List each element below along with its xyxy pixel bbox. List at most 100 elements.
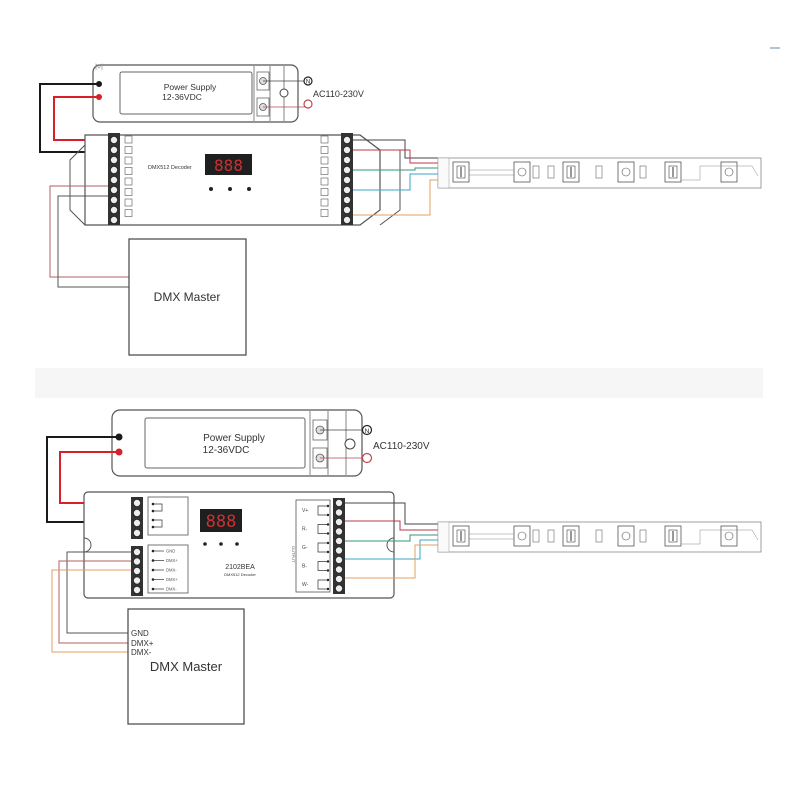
resistor <box>639 165 647 179</box>
terminal-screw <box>334 527 343 536</box>
power-supply-voltage: 12-36VDC <box>162 92 202 102</box>
terminal-screw <box>342 165 351 174</box>
ac-line-icon <box>361 452 373 464</box>
terminal-label-box <box>124 209 133 217</box>
resistor <box>547 529 555 543</box>
terminal-screw <box>110 215 119 224</box>
output-pin-label: V+ <box>302 508 308 514</box>
terminal-screw <box>110 205 119 214</box>
led-chip <box>720 161 738 183</box>
input-pin-label: DMX+ <box>166 558 178 563</box>
dmx-master-top <box>128 238 247 356</box>
master-pin-dmx-plus: DMX+ <box>131 639 154 648</box>
led-strip-bottom <box>437 521 762 553</box>
terminal-screw <box>342 155 351 164</box>
terminal-label-box <box>124 167 133 175</box>
wire-black-v <box>345 502 438 525</box>
wire-black-v <box>353 139 438 159</box>
svg-text:N: N <box>365 428 370 435</box>
terminal-screw <box>334 556 343 565</box>
terminal-screw <box>334 537 343 546</box>
terminal-label-box <box>320 209 329 217</box>
terminal-screw <box>334 584 343 593</box>
terminal-screw <box>132 557 141 566</box>
terminal-label-box <box>124 188 133 196</box>
resistor <box>532 529 540 543</box>
output-title: OUTPUT <box>291 546 296 563</box>
ac-line-icon <box>303 99 313 109</box>
terminal-screw <box>110 145 119 154</box>
button-3[interactable] <box>235 542 239 546</box>
input-pin-label: DMX- <box>166 587 177 592</box>
top-diagram: Power Supply 12-36VDC N AC110-230V <box>39 63 762 356</box>
master-pin-gnd: GND <box>131 629 149 638</box>
terminal-screw <box>342 145 351 154</box>
button-1[interactable] <box>203 542 207 546</box>
terminal-screw <box>334 546 343 555</box>
wire-dmx-black-top <box>57 195 134 288</box>
terminal-label-box <box>320 167 329 175</box>
led-strip-top <box>437 157 762 189</box>
wire-orange-w <box>353 179 438 216</box>
power-supply-bottom: Power Supply 12-36VDC N AC110-230V <box>111 409 430 477</box>
led-chip <box>617 525 635 547</box>
terminal-screw <box>132 529 141 538</box>
terminal-screw <box>132 576 141 585</box>
led-display <box>205 154 252 175</box>
decoder-label: DMX512 Decoder <box>148 165 192 171</box>
terminal-screw <box>110 155 119 164</box>
terminal-label-box <box>124 135 133 144</box>
svg-text:N: N <box>306 80 310 86</box>
output-pin-label: G- <box>302 545 308 551</box>
terminal-label-box <box>124 146 133 154</box>
input-pin-label: DMX+ <box>166 577 178 582</box>
led-chip <box>720 525 738 547</box>
terminal-screw <box>342 185 351 194</box>
terminal-screw <box>110 185 119 194</box>
decoder-model: 2102BEA <box>225 564 255 571</box>
ac-voltage-label: AC110-230V <box>373 441 430 452</box>
wire-red-r <box>345 520 438 531</box>
terminal-screw <box>334 498 343 507</box>
terminal-screw <box>342 195 351 204</box>
led-chip <box>513 161 531 183</box>
terminal-screw <box>110 175 119 184</box>
ac-voltage-label: AC110-230V <box>313 89 364 99</box>
wire-cyan-b <box>345 539 438 560</box>
ac-neutral-icon <box>361 424 373 436</box>
terminal-screw <box>110 195 119 204</box>
output-pin-label: W- <box>302 582 309 588</box>
wire-dmx-minus <box>51 569 131 653</box>
terminal-screw <box>334 518 343 527</box>
terminal-screw <box>334 565 343 574</box>
button-2[interactable] <box>228 187 232 191</box>
terminal-label-box <box>320 135 329 144</box>
wire-dmx-red-top <box>49 185 134 278</box>
terminal-label-box <box>320 177 329 186</box>
terminal-label-box <box>320 146 329 154</box>
led-chip <box>513 525 531 547</box>
button-1[interactable] <box>209 187 213 191</box>
terminal-screw <box>132 567 141 576</box>
master-pin-dmx-minus: DMX- <box>131 648 152 657</box>
terminal-screw <box>132 548 141 557</box>
dmx-master-label: DMX Master <box>154 290 221 304</box>
terminal-label-box <box>320 198 329 207</box>
output-pin-label: B- <box>302 564 307 570</box>
terminal-screw <box>110 165 119 174</box>
separator-band <box>35 368 763 398</box>
button-3[interactable] <box>247 187 251 191</box>
power-supply-title: Power Supply <box>164 82 217 92</box>
terminal-screw <box>132 586 141 595</box>
terminal-label-box <box>320 156 329 165</box>
decoder-sublabel: DMX512 Decoder <box>224 572 256 577</box>
terminal-screw <box>132 519 141 528</box>
terminal-screw <box>334 508 343 517</box>
decoder-top: 888 DMX512 Decoder <box>69 133 401 226</box>
terminal-screw <box>334 575 343 584</box>
wire-dmx-plus <box>58 560 131 644</box>
terminal-screw <box>342 205 351 214</box>
button-2[interactable] <box>219 542 223 546</box>
terminal-screw <box>110 135 119 144</box>
power-supply-top: Power Supply 12-36VDC N AC110-230V <box>92 63 364 123</box>
